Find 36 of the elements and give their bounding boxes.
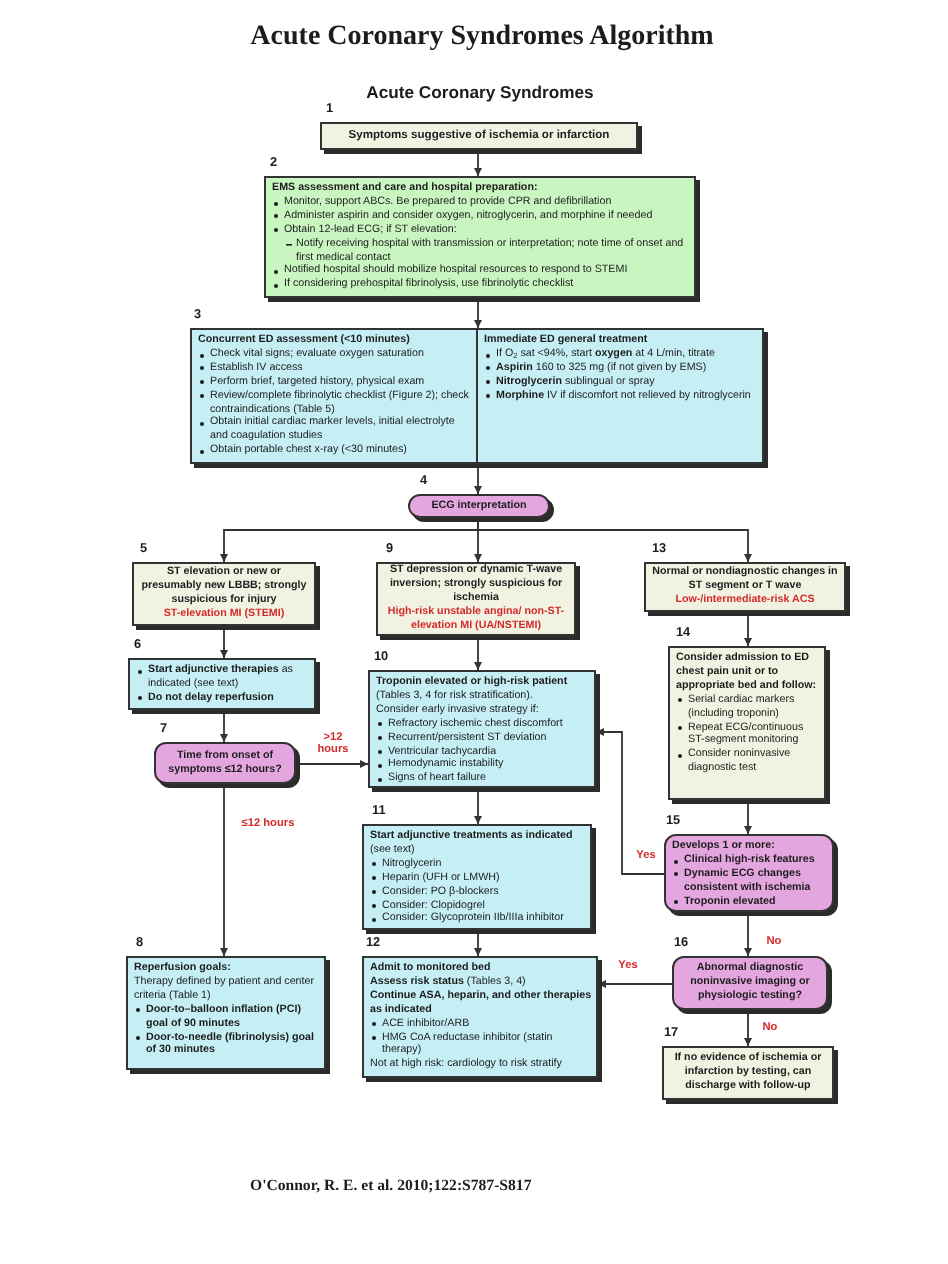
arrow xyxy=(473,149,483,177)
process-box xyxy=(644,562,846,612)
process-box xyxy=(264,176,696,298)
arrow xyxy=(473,297,483,329)
process-box xyxy=(368,670,596,788)
arrow xyxy=(595,727,665,875)
subtitle: Acute Coronary Syndromes xyxy=(366,82,594,102)
process-box xyxy=(132,562,316,626)
decision-box xyxy=(664,834,834,912)
arrow xyxy=(473,463,483,495)
arrow xyxy=(219,625,229,659)
arrow xyxy=(743,911,753,957)
arrow xyxy=(473,929,483,957)
decision-box xyxy=(672,956,828,1010)
process-box xyxy=(126,956,326,1070)
arrow xyxy=(743,1009,753,1047)
process-box xyxy=(362,824,592,930)
arrow xyxy=(743,799,753,835)
arrow xyxy=(743,611,753,647)
process-box xyxy=(362,956,598,1078)
arrow xyxy=(473,787,483,825)
arrow xyxy=(597,979,673,989)
arrow xyxy=(219,783,229,957)
process-box xyxy=(668,646,826,800)
process-box xyxy=(376,562,576,636)
process-box xyxy=(190,328,764,464)
process-box xyxy=(320,122,638,150)
step-pill xyxy=(408,494,550,518)
title: Acute Coronary Syndromes Algorithm xyxy=(250,22,714,54)
arrow xyxy=(295,759,369,769)
process-box xyxy=(662,1046,834,1100)
arrow xyxy=(473,635,483,671)
process-box xyxy=(128,658,316,710)
arrow xyxy=(477,517,753,563)
decision-box xyxy=(154,742,296,784)
arrow xyxy=(219,709,229,743)
